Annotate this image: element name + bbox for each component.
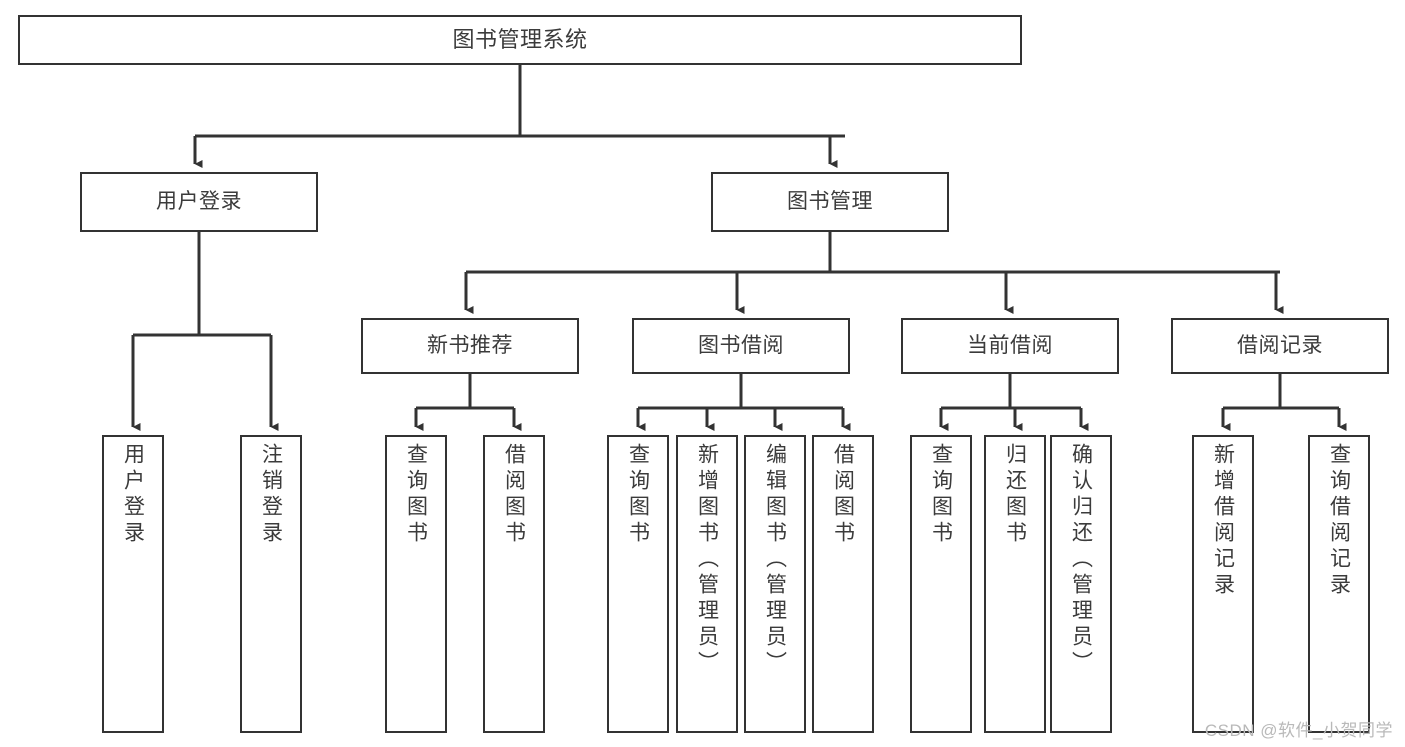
node-leaf-query-books-cb-label: 查询图书 <box>929 443 953 547</box>
node-book-manage[interactable]: 图书管理 <box>711 172 949 232</box>
node-leaf-confirm-return[interactable]: 确认归还（管理员） <box>1050 435 1112 733</box>
node-leaf-edit-book-label: 编辑图书（管理员） <box>763 443 787 677</box>
node-leaf-query-record-label: 查询借阅记录 <box>1327 443 1351 599</box>
node-leaf-query-books-bb-label: 查询图书 <box>626 443 650 547</box>
node-book-manage-label: 图书管理 <box>787 189 873 213</box>
node-leaf-query-record[interactable]: 查询借阅记录 <box>1308 435 1370 733</box>
node-leaf-borrow-books-rec-label: 借阅图书 <box>502 443 526 547</box>
node-leaf-add-record[interactable]: 新增借阅记录 <box>1192 435 1254 733</box>
node-new-book-rec-label: 新书推荐 <box>427 333 513 357</box>
node-leaf-query-books-rec[interactable]: 查询图书 <box>385 435 447 733</box>
node-user-login[interactable]: 用户登录 <box>80 172 318 232</box>
node-leaf-add-record-label: 新增借阅记录 <box>1211 443 1235 599</box>
node-new-book-rec[interactable]: 新书推荐 <box>361 318 579 374</box>
node-book-borrow-label: 图书借阅 <box>698 333 784 357</box>
node-leaf-return-book-label: 归还图书 <box>1003 443 1027 547</box>
node-user-login-label: 用户登录 <box>156 189 242 213</box>
csdn-watermark: CSDN @软件_小贺同学 <box>1204 721 1393 740</box>
node-root[interactable]: 图书管理系统 <box>18 15 1022 65</box>
node-leaf-user-login[interactable]: 用户登录 <box>102 435 164 733</box>
node-leaf-logout[interactable]: 注销登录 <box>240 435 302 733</box>
node-leaf-logout-label: 注销登录 <box>259 443 283 547</box>
node-leaf-borrow-books-rec[interactable]: 借阅图书 <box>483 435 545 733</box>
node-leaf-return-book[interactable]: 归还图书 <box>984 435 1046 733</box>
node-borrow-record-label: 借阅记录 <box>1237 333 1323 357</box>
node-book-borrow[interactable]: 图书借阅 <box>632 318 850 374</box>
node-leaf-query-books-cb[interactable]: 查询图书 <box>910 435 972 733</box>
node-leaf-query-books-rec-label: 查询图书 <box>404 443 428 547</box>
node-current-borrow-label: 当前借阅 <box>967 333 1053 357</box>
node-leaf-borrow-books-bb-label: 借阅图书 <box>831 443 855 547</box>
node-leaf-query-books-bb[interactable]: 查询图书 <box>607 435 669 733</box>
node-leaf-add-book[interactable]: 新增图书（管理员） <box>676 435 738 733</box>
node-borrow-record[interactable]: 借阅记录 <box>1171 318 1389 374</box>
node-leaf-edit-book[interactable]: 编辑图书（管理员） <box>744 435 806 733</box>
node-leaf-confirm-return-label: 确认归还（管理员） <box>1069 443 1093 677</box>
node-root-label: 图书管理系统 <box>452 27 588 53</box>
node-leaf-user-login-label: 用户登录 <box>121 443 145 547</box>
node-current-borrow[interactable]: 当前借阅 <box>901 318 1119 374</box>
node-leaf-add-book-label: 新增图书（管理员） <box>695 443 719 677</box>
node-leaf-borrow-books-bb[interactable]: 借阅图书 <box>812 435 874 733</box>
